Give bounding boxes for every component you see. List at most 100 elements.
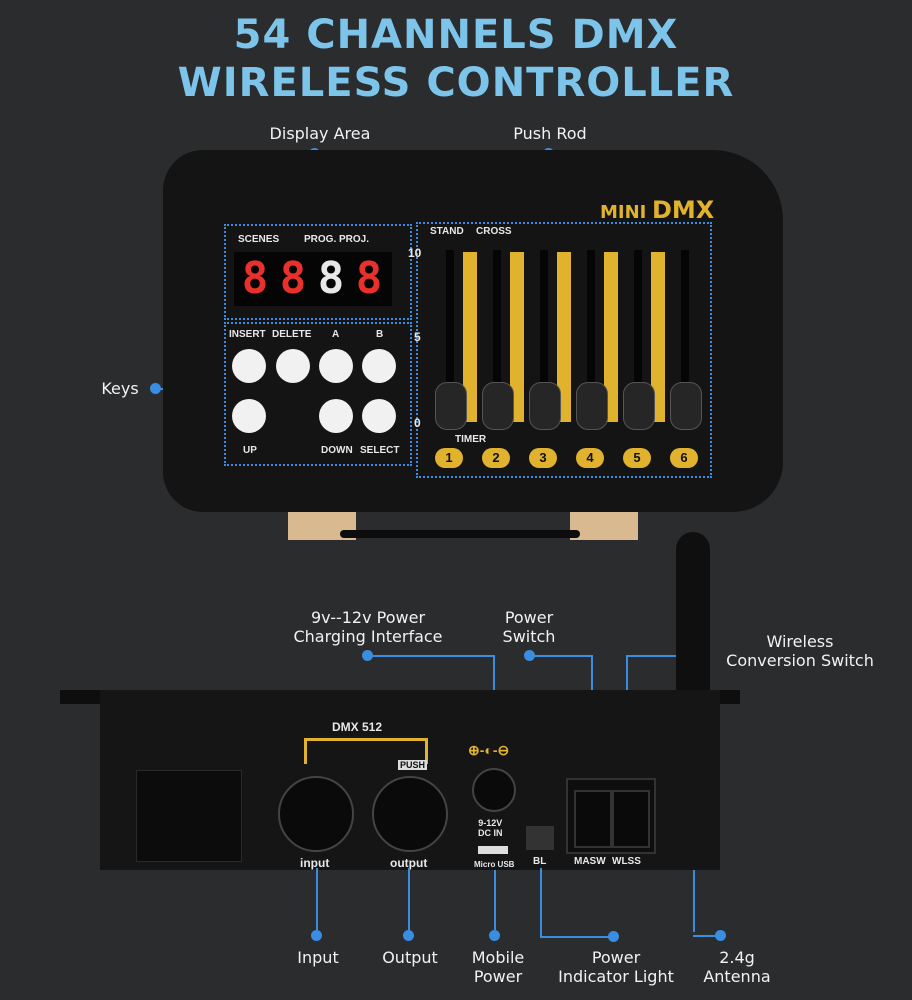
callout-push-rod: Push Rod bbox=[513, 124, 587, 143]
scale-10: 10 bbox=[408, 246, 422, 260]
callout-dot bbox=[150, 383, 161, 394]
polarity-symbol: ⊕-◐-⊖ bbox=[468, 742, 510, 758]
masw-power-switch[interactable] bbox=[574, 790, 612, 848]
label-bl: BL bbox=[533, 856, 547, 867]
input-xlr-port[interactable] bbox=[278, 776, 354, 852]
callout-dot bbox=[715, 930, 726, 941]
lcd-digit: 8 bbox=[241, 253, 269, 304]
up-key[interactable] bbox=[232, 399, 266, 433]
fader-gold-strip bbox=[510, 252, 524, 422]
fader-knob-5[interactable] bbox=[623, 382, 655, 430]
callout-output: Output bbox=[382, 948, 438, 967]
fader-knob-1[interactable] bbox=[435, 382, 467, 430]
channel-badge-5: 5 bbox=[623, 448, 651, 468]
fader-track bbox=[446, 250, 454, 430]
channel-badge-6: 6 bbox=[670, 448, 698, 468]
fader-knob-3[interactable] bbox=[529, 382, 561, 430]
channel-badge-4: 4 bbox=[576, 448, 604, 468]
output-xlr-port[interactable] bbox=[372, 776, 448, 852]
lcd-digit: 8 bbox=[279, 253, 307, 304]
select-key[interactable] bbox=[362, 399, 396, 433]
label-down: DOWN bbox=[321, 445, 353, 456]
label-micro-usb: Micro USB bbox=[474, 860, 515, 869]
brand-dmx: DMX bbox=[651, 196, 715, 224]
label-dc-in: 9-12V DC IN bbox=[478, 818, 503, 838]
label-dmx512: DMX 512 bbox=[332, 720, 383, 734]
scale-0: 0 bbox=[414, 416, 421, 430]
dmx-bracket bbox=[304, 738, 428, 741]
label-b: B bbox=[376, 329, 384, 340]
callout-line bbox=[540, 936, 612, 938]
label-prog-proj: PROG. PROJ. bbox=[304, 234, 370, 245]
dmx-bracket bbox=[425, 738, 428, 764]
scale-5: 5 bbox=[414, 330, 421, 344]
dc-in-jack[interactable] bbox=[472, 768, 516, 812]
callout-power-interface: 9v--12v Power Charging Interface bbox=[293, 608, 443, 646]
callout-line bbox=[372, 655, 494, 657]
callout-power-switch: Power Switch bbox=[502, 608, 556, 646]
label-timer: TIMER bbox=[455, 434, 487, 445]
down-key[interactable] bbox=[319, 399, 353, 433]
callout-dot bbox=[608, 931, 619, 942]
lcd-display bbox=[234, 252, 392, 306]
callout-line bbox=[693, 870, 695, 932]
fader-knob-2[interactable] bbox=[482, 382, 514, 430]
label-select: SELECT bbox=[360, 445, 400, 456]
label-output: output bbox=[390, 856, 428, 870]
fader-gold-strip bbox=[463, 252, 477, 422]
insert-key[interactable] bbox=[232, 349, 266, 383]
title-line-2: WIRELESS CONTROLLER bbox=[177, 60, 735, 106]
fader-track bbox=[493, 250, 501, 430]
label-cross: CROSS bbox=[476, 226, 512, 237]
label-push: PUSH bbox=[398, 760, 428, 770]
callout-dot bbox=[524, 650, 535, 661]
delete-key[interactable] bbox=[276, 349, 310, 383]
fader-gold-strip bbox=[604, 252, 618, 422]
label-input: input bbox=[300, 856, 330, 870]
callout-power-indicator: Power Indicator Light bbox=[558, 948, 674, 986]
label-stand: STAND bbox=[430, 226, 464, 237]
callout-line bbox=[693, 935, 717, 937]
label-masw: MASW bbox=[574, 856, 606, 867]
callout-dot bbox=[489, 930, 500, 941]
label-wlss: WLSS bbox=[612, 856, 641, 867]
fader-gold-strip bbox=[557, 252, 571, 422]
keys-area bbox=[224, 322, 412, 466]
callout-input: Input bbox=[297, 948, 339, 967]
callout-line bbox=[534, 655, 592, 657]
push-rod-area bbox=[416, 222, 712, 478]
label-scenes: SCENES bbox=[238, 234, 280, 245]
callout-keys: Keys bbox=[101, 379, 139, 398]
channel-badge-2: 2 bbox=[482, 448, 510, 468]
callout-line bbox=[494, 870, 496, 930]
fader-gold-strip bbox=[651, 252, 665, 422]
callout-line bbox=[540, 868, 542, 938]
b-key[interactable] bbox=[362, 349, 396, 383]
fader-track bbox=[681, 250, 689, 430]
callout-display-area: Display Area bbox=[269, 124, 371, 143]
fader-track bbox=[587, 250, 595, 430]
fader-knob-6[interactable] bbox=[670, 382, 702, 430]
callout-wireless-switch: Wireless Conversion Switch bbox=[726, 632, 874, 670]
callout-dot bbox=[403, 930, 414, 941]
label-up: UP bbox=[243, 445, 257, 456]
callout-line bbox=[316, 868, 318, 930]
lcd-digit: 8 bbox=[355, 253, 383, 304]
brand-mini: MINI bbox=[600, 202, 647, 223]
callout-dot bbox=[362, 650, 373, 661]
callout-line bbox=[626, 655, 676, 657]
fader-track bbox=[634, 250, 642, 430]
label-insert: INSERT bbox=[229, 329, 266, 340]
fader-track bbox=[540, 250, 548, 430]
a-key[interactable] bbox=[319, 349, 353, 383]
callout-antenna: 2.4g Antenna bbox=[703, 948, 771, 986]
battery-cover bbox=[136, 770, 242, 862]
fader-knob-4[interactable] bbox=[576, 382, 608, 430]
dmx-bracket bbox=[304, 738, 307, 764]
label-a: A bbox=[332, 329, 340, 340]
callout-dot bbox=[311, 930, 322, 941]
brand-logo: MINI DMX bbox=[600, 196, 714, 224]
bl-indicator bbox=[526, 826, 554, 850]
wlss-wireless-switch[interactable] bbox=[612, 790, 650, 848]
micro-usb-port[interactable] bbox=[478, 846, 508, 854]
